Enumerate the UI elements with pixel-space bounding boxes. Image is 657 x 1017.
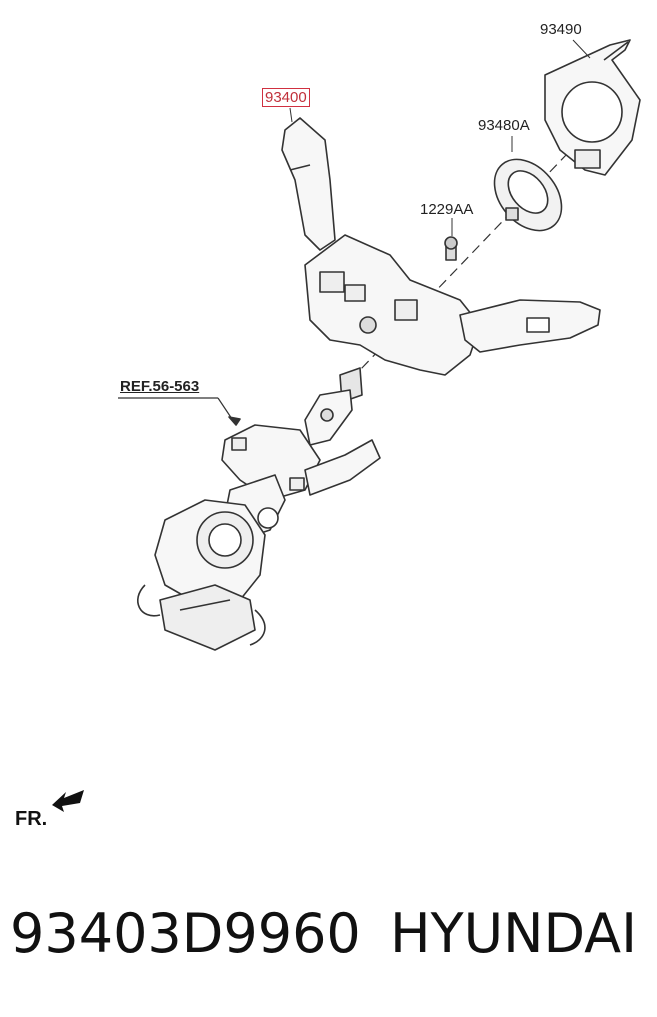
- screw-1229aa: [444, 236, 458, 261]
- callout-93490: 93490: [540, 21, 582, 38]
- ref-leader: [118, 397, 241, 426]
- callout-1229aa: 1229AA: [420, 201, 474, 218]
- parts-diagram: 93490 93400 93480A 1229AA REF.56-563 FR.: [15, 21, 641, 830]
- ecu-module: [136, 584, 266, 651]
- ring-93480a: [493, 158, 563, 232]
- callout-93480a: 93480A: [478, 117, 530, 134]
- eps-motor: [154, 499, 266, 606]
- brand-name: HYUNDAI: [390, 902, 638, 965]
- front-direction-arrow: [52, 790, 84, 812]
- direction-label: FR.: [15, 808, 48, 830]
- caption: 93403D9960 HYUNDAI: [0, 892, 657, 982]
- clock-spring-93490: [544, 39, 641, 176]
- lever-right: [459, 299, 601, 353]
- steering-column-illustration: [52, 39, 641, 812]
- multifunction-switch: [304, 234, 481, 376]
- part-number: 93403D9960: [10, 902, 361, 965]
- column-shaft: [304, 367, 363, 446]
- column-bracket: [221, 424, 381, 501]
- callout-93400: 93400: [262, 88, 310, 107]
- lever-93400: [281, 117, 336, 251]
- callout-ref: REF.56-563: [120, 378, 200, 395]
